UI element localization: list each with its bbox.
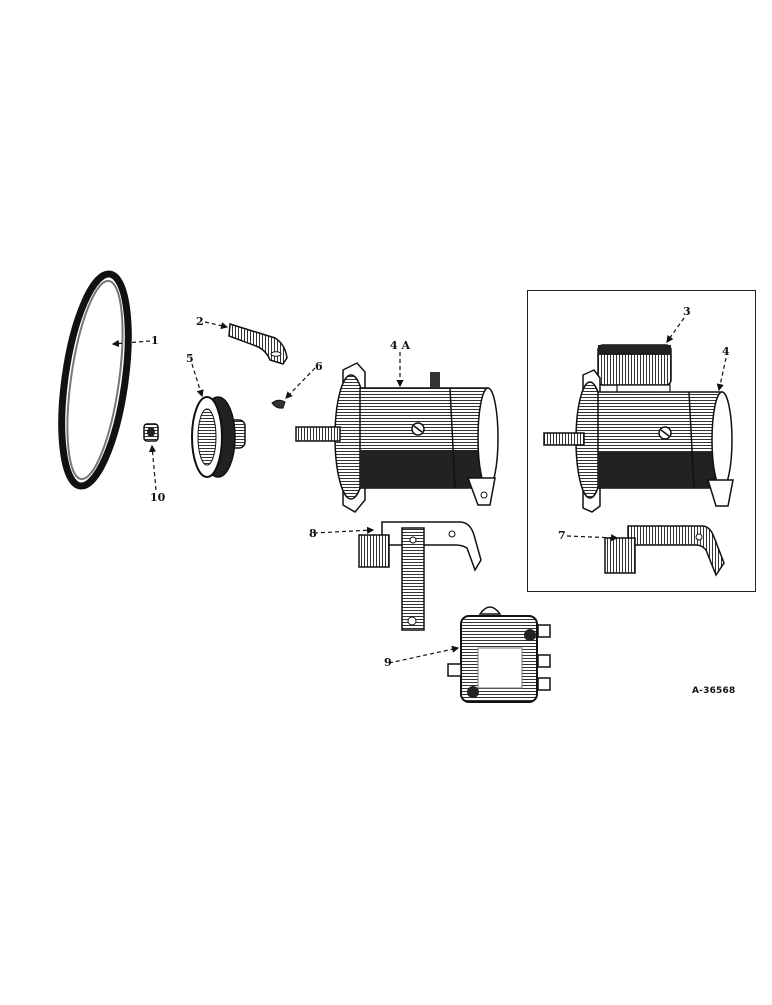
inset-frame: [527, 290, 756, 592]
fan-belt-drawing: [58, 270, 132, 490]
key-drawing: [271, 399, 286, 409]
callout-1: 1: [151, 334, 159, 347]
nut-drawing: [143, 423, 159, 442]
voltage-regulator-drawing: [447, 606, 551, 703]
callout-4a: 4 A: [390, 339, 411, 352]
bracket-inset-drawing: [604, 525, 725, 577]
reference-number: A-36568: [692, 686, 736, 696]
generator-drawing: [295, 362, 499, 513]
generator-with-regulator-drawing: [543, 344, 734, 513]
callout-10: 10: [150, 491, 166, 504]
callout-6: 6: [315, 360, 323, 373]
adjusting-strap-drawing: [228, 323, 288, 365]
callout-5: 5: [186, 352, 194, 365]
callout-9: 9: [384, 656, 392, 669]
callout-8: 8: [309, 527, 317, 540]
callout-4: 4: [722, 345, 730, 358]
pulley-drawing: [191, 396, 246, 478]
bracket-with-strap-drawing: [358, 521, 482, 631]
callout-2: 2: [196, 315, 204, 328]
callout-7: 7: [558, 529, 566, 542]
callout-3: 3: [683, 305, 691, 318]
